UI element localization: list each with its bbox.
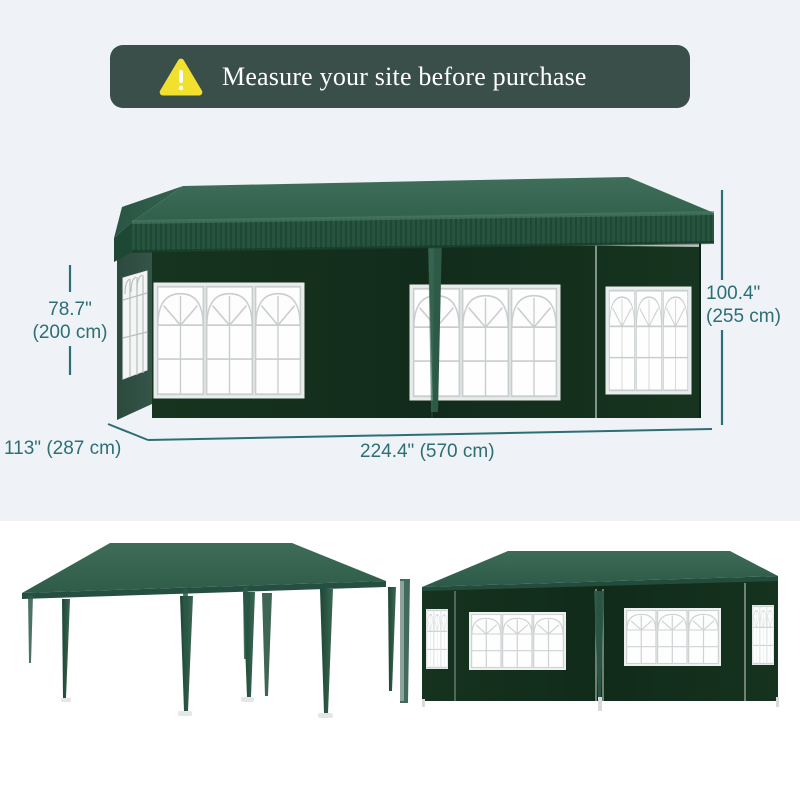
thumb-legs [422, 697, 779, 711]
dimension-side-height-metric: (200 cm) [32, 322, 108, 343]
side-wall-window [122, 270, 148, 380]
center-support-pole [428, 236, 442, 412]
dimension-side-height-inches: 78.7" [48, 299, 92, 320]
thumb-window-end-left [426, 609, 448, 669]
canopy-legs [61, 587, 396, 718]
dimension-peak-height-inches: 100.4" [706, 283, 761, 304]
warning-banner-text: Measure your site before purchase [222, 61, 587, 91]
thumb-window-group-b [624, 608, 721, 666]
warning-banner: Measure your site before purchase [110, 45, 690, 108]
dimension-label-depth: 113" (287 cm) [4, 438, 122, 459]
thumb-window-end-right [752, 605, 774, 665]
window-group-left [153, 282, 305, 399]
hero-panel: Measure your site before purchase 78.7" … [0, 0, 800, 521]
thumbnail-canopy-with-walls [400, 551, 779, 711]
thumbnail-canopy-frame [22, 543, 396, 718]
gazebo-roof [114, 177, 714, 262]
dimension-label-side-height: 78.7" (200 cm) [18, 298, 122, 344]
thumbnail-panel [0, 521, 800, 800]
canopy-rear-legs [28, 587, 248, 663]
gazebo-side-wall [117, 232, 152, 420]
gazebo-hero-illustration [68, 177, 724, 441]
dim-line-depth [107, 423, 149, 441]
dim-line-width [147, 428, 713, 441]
dimension-label-peak-height: 100.4" (255 cm) [706, 282, 800, 328]
dimension-label-width: 224.4" (570 cm) [360, 441, 495, 462]
warning-triangle-icon [159, 58, 203, 96]
dimension-peak-height-metric: (255 cm) [706, 306, 781, 327]
window-group-right [605, 286, 692, 395]
dimension-lines [68, 190, 724, 441]
thumb-window-group-a [469, 612, 566, 670]
